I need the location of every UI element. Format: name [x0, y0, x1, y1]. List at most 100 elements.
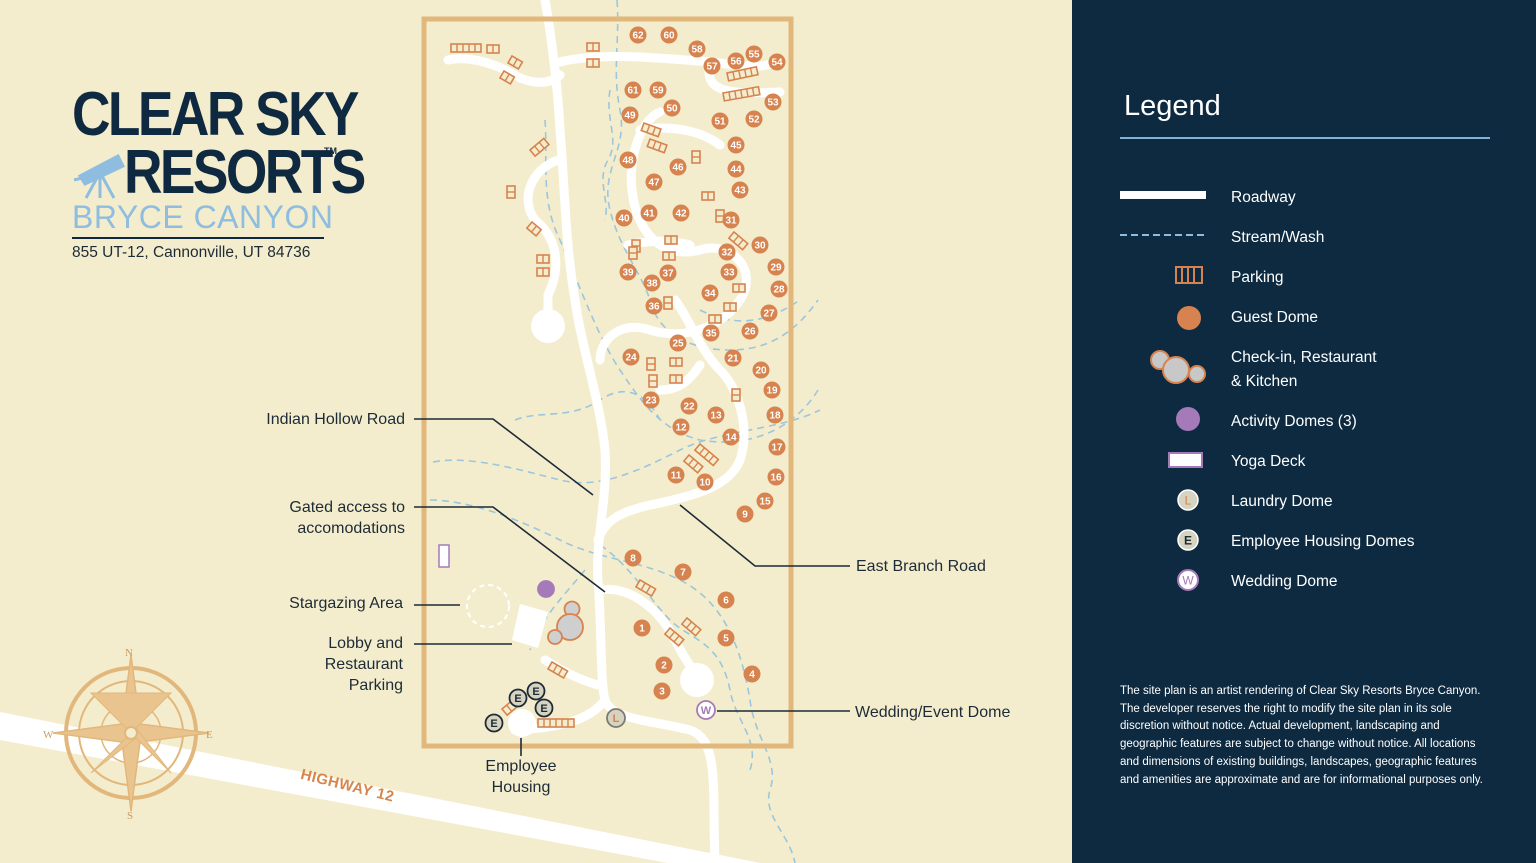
- svg-text:54: 54: [771, 58, 783, 69]
- callout-gated-access-line-1: Gated access to: [289, 499, 405, 516]
- guest-dome-59[interactable]: 59: [649, 81, 667, 99]
- guest-dome-47[interactable]: 47: [645, 173, 663, 191]
- guest-dome-16[interactable]: 16: [767, 468, 785, 486]
- guest-dome-57[interactable]: 57: [703, 57, 721, 75]
- guest-dome-32[interactable]: 32: [718, 243, 736, 261]
- svg-text:42: 42: [675, 209, 687, 220]
- guest-dome-37[interactable]: 37: [659, 264, 677, 282]
- parking-lot: [640, 121, 662, 138]
- wedding-dome[interactable]: W: [696, 700, 716, 720]
- guest-dome-49[interactable]: 49: [621, 106, 639, 124]
- parking-lot: [546, 660, 569, 680]
- legend-item-parking: Parking: [1072, 261, 1536, 291]
- guest-dome-62[interactable]: 62: [629, 26, 647, 44]
- svg-text:12: 12: [675, 423, 687, 434]
- guest-dome-60[interactable]: 60: [660, 26, 678, 44]
- guest-dome-17[interactable]: 17: [768, 438, 786, 456]
- guest-dome-27[interactable]: 27: [760, 304, 778, 322]
- guest-dome-38[interactable]: 38: [643, 274, 661, 292]
- guest-dome-6[interactable]: 6: [717, 591, 735, 609]
- checkin-dome-main[interactable]: [556, 613, 584, 641]
- guest-dome-45[interactable]: 45: [727, 136, 745, 154]
- disclaimer-text: The site plan is an artist rendering of …: [1120, 685, 1483, 786]
- parking-lot: [628, 246, 638, 260]
- guest-dome-7[interactable]: 7: [674, 563, 692, 581]
- legend-item-yoga-deck: Yoga Deck: [1072, 445, 1536, 475]
- callout-gated-access-line-2: accomodations: [297, 520, 405, 537]
- svg-text:L: L: [1185, 494, 1192, 508]
- guest-dome-11[interactable]: 11: [667, 466, 685, 484]
- compass-e-label: E: [206, 729, 213, 741]
- checkin-dome-side[interactable]: [547, 629, 563, 645]
- employee-housing-dome[interactable]: E: [534, 698, 554, 718]
- employee-housing-dome[interactable]: E: [526, 681, 546, 701]
- employee-housing-area: [508, 709, 536, 737]
- guest-dome-33[interactable]: 33: [720, 263, 738, 281]
- guest-dome-43[interactable]: 43: [731, 181, 749, 199]
- guest-dome-20[interactable]: 20: [752, 361, 770, 379]
- svg-text:57: 57: [706, 62, 718, 73]
- guest-dome-39[interactable]: 39: [619, 263, 637, 281]
- svg-text:61: 61: [627, 86, 639, 97]
- guest-dome-1[interactable]: 1: [633, 619, 651, 637]
- turnaround-circle: [531, 309, 565, 343]
- guest-dome-53[interactable]: 53: [764, 93, 782, 111]
- guest-dome-10[interactable]: 10: [696, 473, 714, 491]
- guest-dome-46[interactable]: 46: [669, 158, 687, 176]
- guest-dome-25[interactable]: 25: [669, 334, 687, 352]
- guest-dome-48[interactable]: 48: [619, 151, 637, 169]
- guest-dome-13[interactable]: 13: [707, 406, 725, 424]
- guest-dome-54[interactable]: 54: [768, 53, 786, 71]
- guest-dome-30[interactable]: 30: [751, 236, 769, 254]
- guest-dome-55[interactable]: 55: [745, 45, 763, 63]
- employee-housing-dome[interactable]: E: [484, 713, 504, 733]
- guest-dome-44[interactable]: 44: [727, 160, 745, 178]
- guest-dome-12[interactable]: 12: [672, 418, 690, 436]
- activity-dome[interactable]: [537, 580, 555, 598]
- yoga-deck: [438, 544, 450, 568]
- guest-dome-35[interactable]: 35: [702, 324, 720, 342]
- guest-dome-21[interactable]: 21: [724, 349, 742, 367]
- guest-dome-3[interactable]: 3: [653, 682, 671, 700]
- guest-dome-61[interactable]: 61: [624, 81, 642, 99]
- parking-lot: [537, 718, 575, 728]
- guest-dome-9[interactable]: 9: [736, 505, 754, 523]
- guest-dome-23[interactable]: 23: [642, 391, 660, 409]
- laundry-dome[interactable]: L: [606, 708, 626, 728]
- employee-housing-dome[interactable]: E: [508, 688, 528, 708]
- guest-dome-26[interactable]: 26: [741, 322, 759, 340]
- guest-dome-29[interactable]: 29: [767, 258, 785, 276]
- guest-dome-22[interactable]: 22: [680, 397, 698, 415]
- svg-text:10: 10: [699, 478, 711, 489]
- guest-dome-58[interactable]: 58: [688, 40, 706, 58]
- guest-dome-40[interactable]: 40: [615, 209, 633, 227]
- parking-lot: [450, 43, 482, 53]
- guest-dome-56[interactable]: 56: [727, 52, 745, 70]
- guest-dome-42[interactable]: 42: [672, 204, 690, 222]
- guest-dome-50[interactable]: 50: [663, 99, 681, 117]
- guest-dome-24[interactable]: 24: [622, 348, 640, 366]
- stargazing-area-circle: [466, 584, 510, 628]
- guest-dome-19[interactable]: 19: [763, 381, 781, 399]
- svg-text:4: 4: [749, 670, 755, 681]
- svg-text:28: 28: [773, 285, 785, 296]
- legend-title: Legend: [1124, 90, 1221, 122]
- guest-dome-28[interactable]: 28: [770, 280, 788, 298]
- guest-dome-51[interactable]: 51: [711, 112, 729, 130]
- guest-dome-52[interactable]: 52: [745, 110, 763, 128]
- guest-dome-8[interactable]: 8: [624, 549, 642, 567]
- guest-dome-5[interactable]: 5: [717, 629, 735, 647]
- guest-dome-18[interactable]: 18: [766, 406, 784, 424]
- guest-dome-14[interactable]: 14: [722, 428, 740, 446]
- guest-dome-31[interactable]: 31: [722, 211, 740, 229]
- guest-dome-15[interactable]: 15: [756, 492, 774, 510]
- property-boundary: [421, 16, 794, 749]
- guest-dome-4[interactable]: 4: [743, 665, 761, 683]
- guest-dome-41[interactable]: 41: [640, 204, 658, 222]
- guest-dome-36[interactable]: 36: [645, 297, 663, 315]
- guest-dome-2[interactable]: 2: [655, 656, 673, 674]
- guest-dome-34[interactable]: 34: [701, 284, 719, 302]
